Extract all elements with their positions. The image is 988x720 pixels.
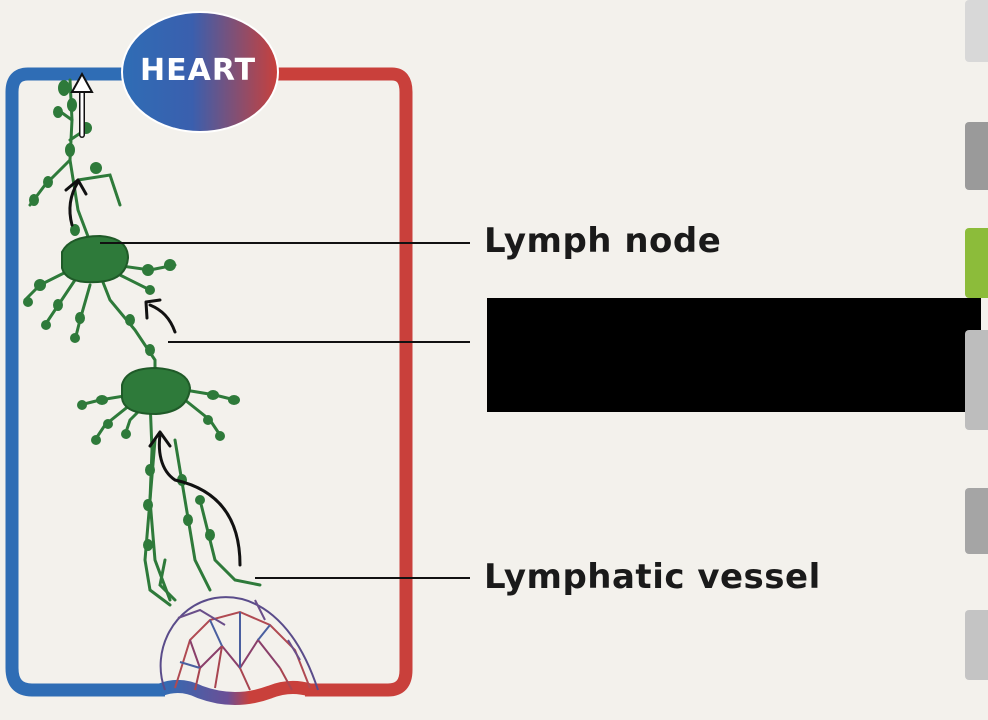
heart-label: HEART: [140, 53, 257, 88]
lymph-node-label: Lymph node: [484, 221, 722, 261]
vein-vessel: [5, 67, 165, 697]
cell-thumbnail[interactable]: [965, 228, 988, 298]
document-thumbnail[interactable]: [965, 0, 988, 62]
redacted-label-box: [487, 298, 981, 412]
bottom-vessel: [157, 680, 312, 705]
heart: [121, 11, 279, 133]
lymph-node-upper: [61, 234, 130, 284]
lymph-node-lower: [121, 366, 192, 416]
diagram-thumbnail[interactable]: [965, 330, 988, 430]
flow-arrows: [64, 178, 242, 567]
figure-thumbnail[interactable]: [965, 122, 988, 190]
flow-arrow-top: [70, 71, 94, 138]
leader-lines: [100, 242, 470, 579]
capillary-bed: [159, 596, 319, 691]
artery-vessel: [255, 67, 413, 697]
lymph-beads: [23, 80, 240, 551]
page-thumbnail[interactable]: [965, 610, 988, 680]
lymphatic-vessel-label: Lymphatic vessel: [484, 557, 821, 597]
body-thumbnail[interactable]: [965, 488, 988, 554]
